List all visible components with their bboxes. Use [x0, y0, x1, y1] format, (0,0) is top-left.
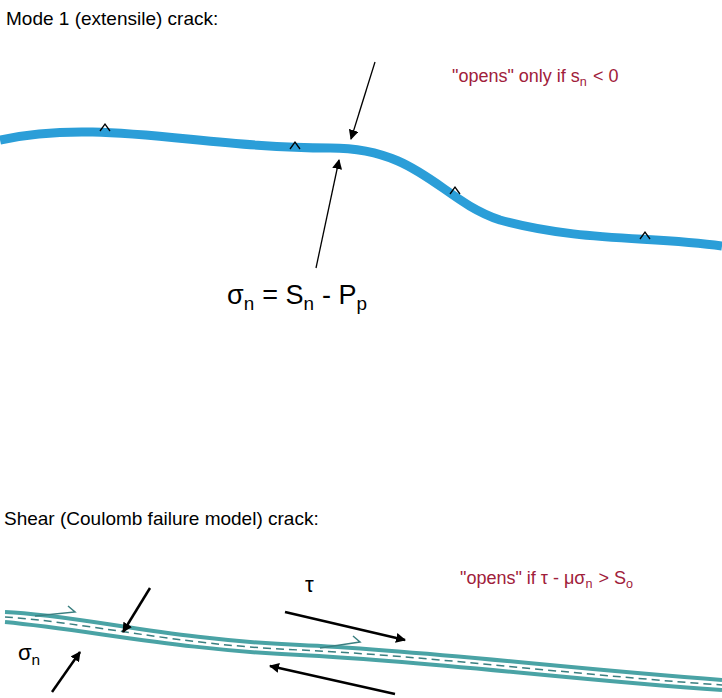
subscript-text: n — [303, 293, 314, 314]
subscript-text: o — [626, 577, 633, 591]
label-text: > S — [598, 568, 626, 588]
label-text: σ — [227, 280, 244, 310]
label-text: Shear (Coulomb failure model) crack: — [4, 508, 319, 529]
label-text: - P — [322, 280, 357, 310]
condition-text: "opens" if τ - μσn > So — [460, 568, 633, 591]
condition-text: "opens" only if sn < 0 — [452, 66, 618, 89]
label-text: τ — [305, 572, 314, 597]
stress-formula: σn= Sn- Pp — [227, 280, 367, 315]
label-text: = S — [262, 280, 303, 310]
label-text: < 0 — [593, 66, 619, 86]
subscript-text: n — [244, 293, 255, 314]
subscript-text: p — [357, 293, 368, 314]
label-text: "opens" if τ - μσ — [460, 568, 585, 588]
heading-text: Mode 1 (extensile) crack: — [6, 8, 218, 30]
normal-stress-symbol: σn — [18, 640, 40, 669]
label-text: Mode 1 (extensile) crack: — [6, 8, 218, 29]
subscript-text: n — [585, 577, 592, 591]
shear-stress-symbol: τ — [305, 572, 314, 598]
heading-text: Shear (Coulomb failure model) crack: — [4, 508, 319, 530]
label-text: "opens" only if s — [452, 66, 580, 86]
subscript-text: n — [580, 75, 587, 89]
label-text: σ — [18, 640, 32, 665]
subscript-text: n — [32, 651, 41, 668]
